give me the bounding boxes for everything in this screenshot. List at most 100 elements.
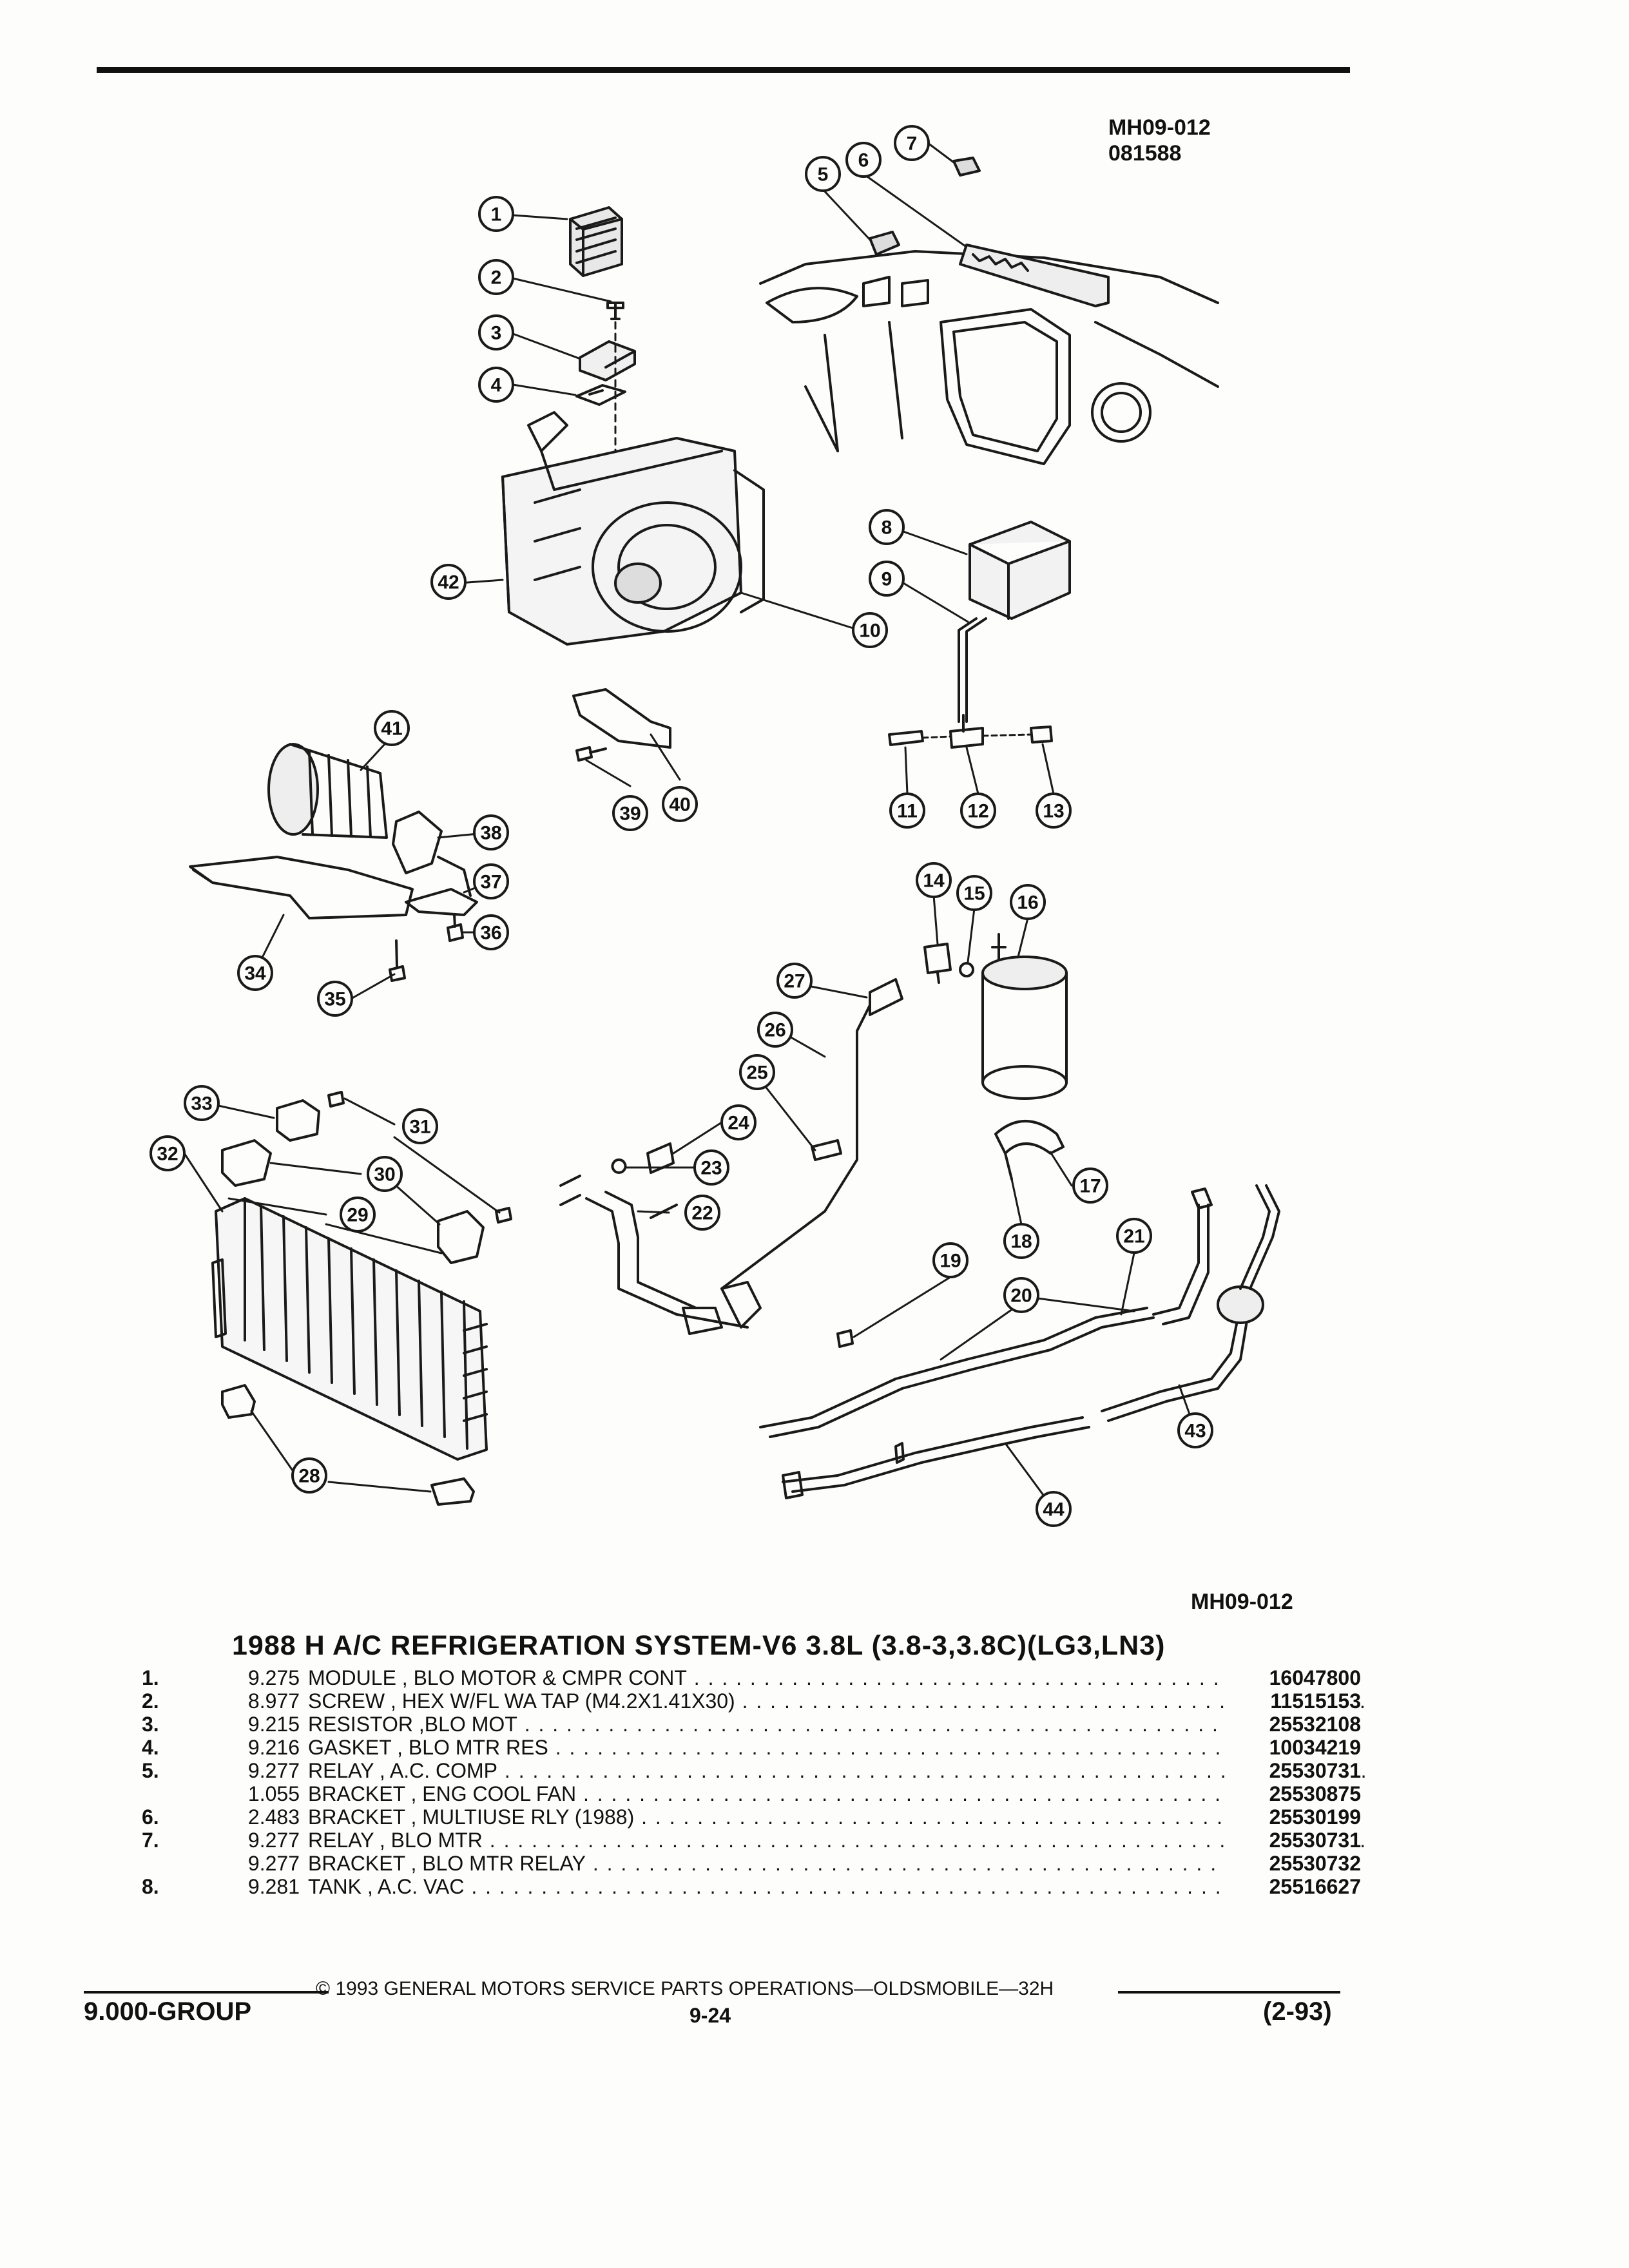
footer-group: 9.000-GROUP [84,1997,252,2026]
callout-36: 36 [480,923,501,944]
item-description: RELAY , A.C. COMP [308,1759,1365,1782]
item-code: 9.277 [247,1829,300,1852]
footer-copyright: © 1993 GENERAL MOTORS SERVICE PARTS OPER… [316,1978,1054,1999]
part-bolt-19-drawing [836,1329,854,1348]
callout-40: 40 [669,794,690,816]
part-bolts-31-drawing [327,1091,512,1224]
part-accumulator-drawing [981,933,1068,1100]
part-condenser-drawing [211,1197,488,1461]
item-code: 9.281 [247,1875,300,1898]
callout-16: 16 [1017,892,1038,914]
item-code: 9.275 [247,1666,300,1689]
list-item: 2. 8.977 SCREW , HEX W/FL WA TAP (M4.2X1… [142,1689,1361,1713]
parts-list-title: 1988 H A/C REFRIGERATION SYSTEM-V6 3.8L … [232,1630,1166,1661]
item-part-number: 25530732 [1224,1852,1361,1875]
callout-8: 8 [882,517,892,539]
part-bracket-28-drawing [221,1384,475,1506]
item-description: BRACKET , MULTIUSE RLY (1988) [308,1805,1365,1829]
list-item: 6. 2.483 BRACKET , MULTIUSE RLY (1988) 2… [142,1805,1361,1829]
callout-2: 2 [491,267,502,289]
callout-17: 17 [1079,1176,1101,1197]
figure-code: MH09-012 [1108,115,1211,140]
part-hose-assembly-drawing [559,1175,762,1335]
part-resistor-drawing [579,340,636,381]
callout-6: 6 [858,150,869,171]
item-part-number: 11515153 [1224,1689,1361,1713]
callout-10: 10 [859,620,880,642]
part-gasket-drawing [575,384,626,406]
callout-35: 35 [324,989,345,1010]
part-oring-23-drawing [611,1158,627,1174]
item-number: 3. [142,1713,159,1736]
callout-29: 29 [347,1205,368,1226]
item-part-number: 25530731 [1224,1829,1361,1852]
callout-14: 14 [923,870,945,892]
part-bracket-37-drawing [405,856,478,916]
callout-30: 30 [374,1164,395,1186]
callout-21: 21 [1123,1226,1144,1247]
item-number: 6. [142,1805,159,1829]
callout-37: 37 [480,872,501,893]
callout-4: 4 [491,375,502,396]
part-duct-drawing [267,743,388,839]
part-switch-drawing [923,943,952,984]
footer-page-number: 9-24 [689,2004,731,2027]
item-description: BRACKET , BLO MTR RELAY [308,1852,1365,1875]
item-number: 4. [142,1736,159,1759]
callout-42: 42 [438,572,459,593]
item-number: 5. [142,1759,159,1782]
list-item: 9.277 BRACKET , BLO MTR RELAY 25530732 [142,1852,1361,1875]
item-description: MODULE , BLO MOTOR & CMPR CONT [308,1666,1365,1689]
leader-dash [981,733,1032,737]
callout-27: 27 [784,971,805,992]
callout-43: 43 [1184,1421,1206,1442]
item-number: 7. [142,1829,159,1852]
part-housing-drawing [501,411,765,646]
callout-33: 33 [191,1093,212,1115]
item-description: TANK , A.C. VAC [308,1875,1365,1898]
list-item: 1. 9.275 MODULE , BLO MOTOR & CMPR CONT … [142,1666,1361,1689]
callout-20: 20 [1010,1285,1032,1307]
list-item: 5. 9.277 RELAY , A.C. COMP 25530731 [142,1759,1361,1782]
item-code: 2.483 [247,1805,300,1829]
part-screw-drawing [606,302,624,320]
callout-18: 18 [1010,1231,1032,1253]
part-clamp-drawing [994,1120,1065,1180]
callout-34: 34 [244,963,266,985]
item-code: 1.055 [247,1782,300,1805]
callout-38: 38 [480,823,501,844]
callout-41: 41 [381,718,402,740]
part-muffler-drawing [1217,1184,1280,1324]
callout-12: 12 [967,801,988,822]
list-item: 8. 9.281 TANK , A.C. VAC 25516627 [142,1875,1361,1898]
part-hose-drawing [958,617,987,723]
part-line-43-drawing [1101,1320,1248,1422]
list-item: 1.055 BRACKET , ENG COOL FAN 25530875 [142,1782,1361,1805]
list-item: 7. 9.277 RELAY , BLO MTR 25530731 [142,1829,1361,1852]
item-part-number: 16047800 [1224,1666,1361,1689]
part-fittings-drawing [888,714,1053,749]
item-code: 8.977 [247,1689,300,1713]
part-bracket-38-drawing [392,811,443,874]
item-number: 8. [142,1875,159,1898]
item-number: 1. [142,1666,159,1689]
item-description: SCREW , HEX W/FL WA TAP (M4.2X1.41X30) [308,1689,1365,1713]
callout-circles [149,125,1213,1527]
figure-code-block: MH09-012 081588 [1108,115,1211,166]
callout-1: 1 [491,204,502,226]
callout-13: 13 [1043,801,1064,822]
item-part-number: 10034219 [1224,1736,1361,1759]
callout-24: 24 [728,1113,749,1134]
callout-11: 11 [897,801,918,822]
firewall-drawing [759,157,1219,465]
part-bracket-33-drawing [276,1099,320,1142]
part-shroud-drawing [189,856,414,919]
item-code: 9.277 [247,1759,300,1782]
top-rule [97,67,1350,73]
part-line-25-drawing [811,1139,842,1161]
callout-31: 31 [409,1117,430,1138]
figure-code-bottom: MH09-012 [1191,1590,1293,1614]
callout-5: 5 [818,164,829,186]
callout-25: 25 [746,1062,767,1084]
part-switch-24-drawing [646,1142,675,1174]
